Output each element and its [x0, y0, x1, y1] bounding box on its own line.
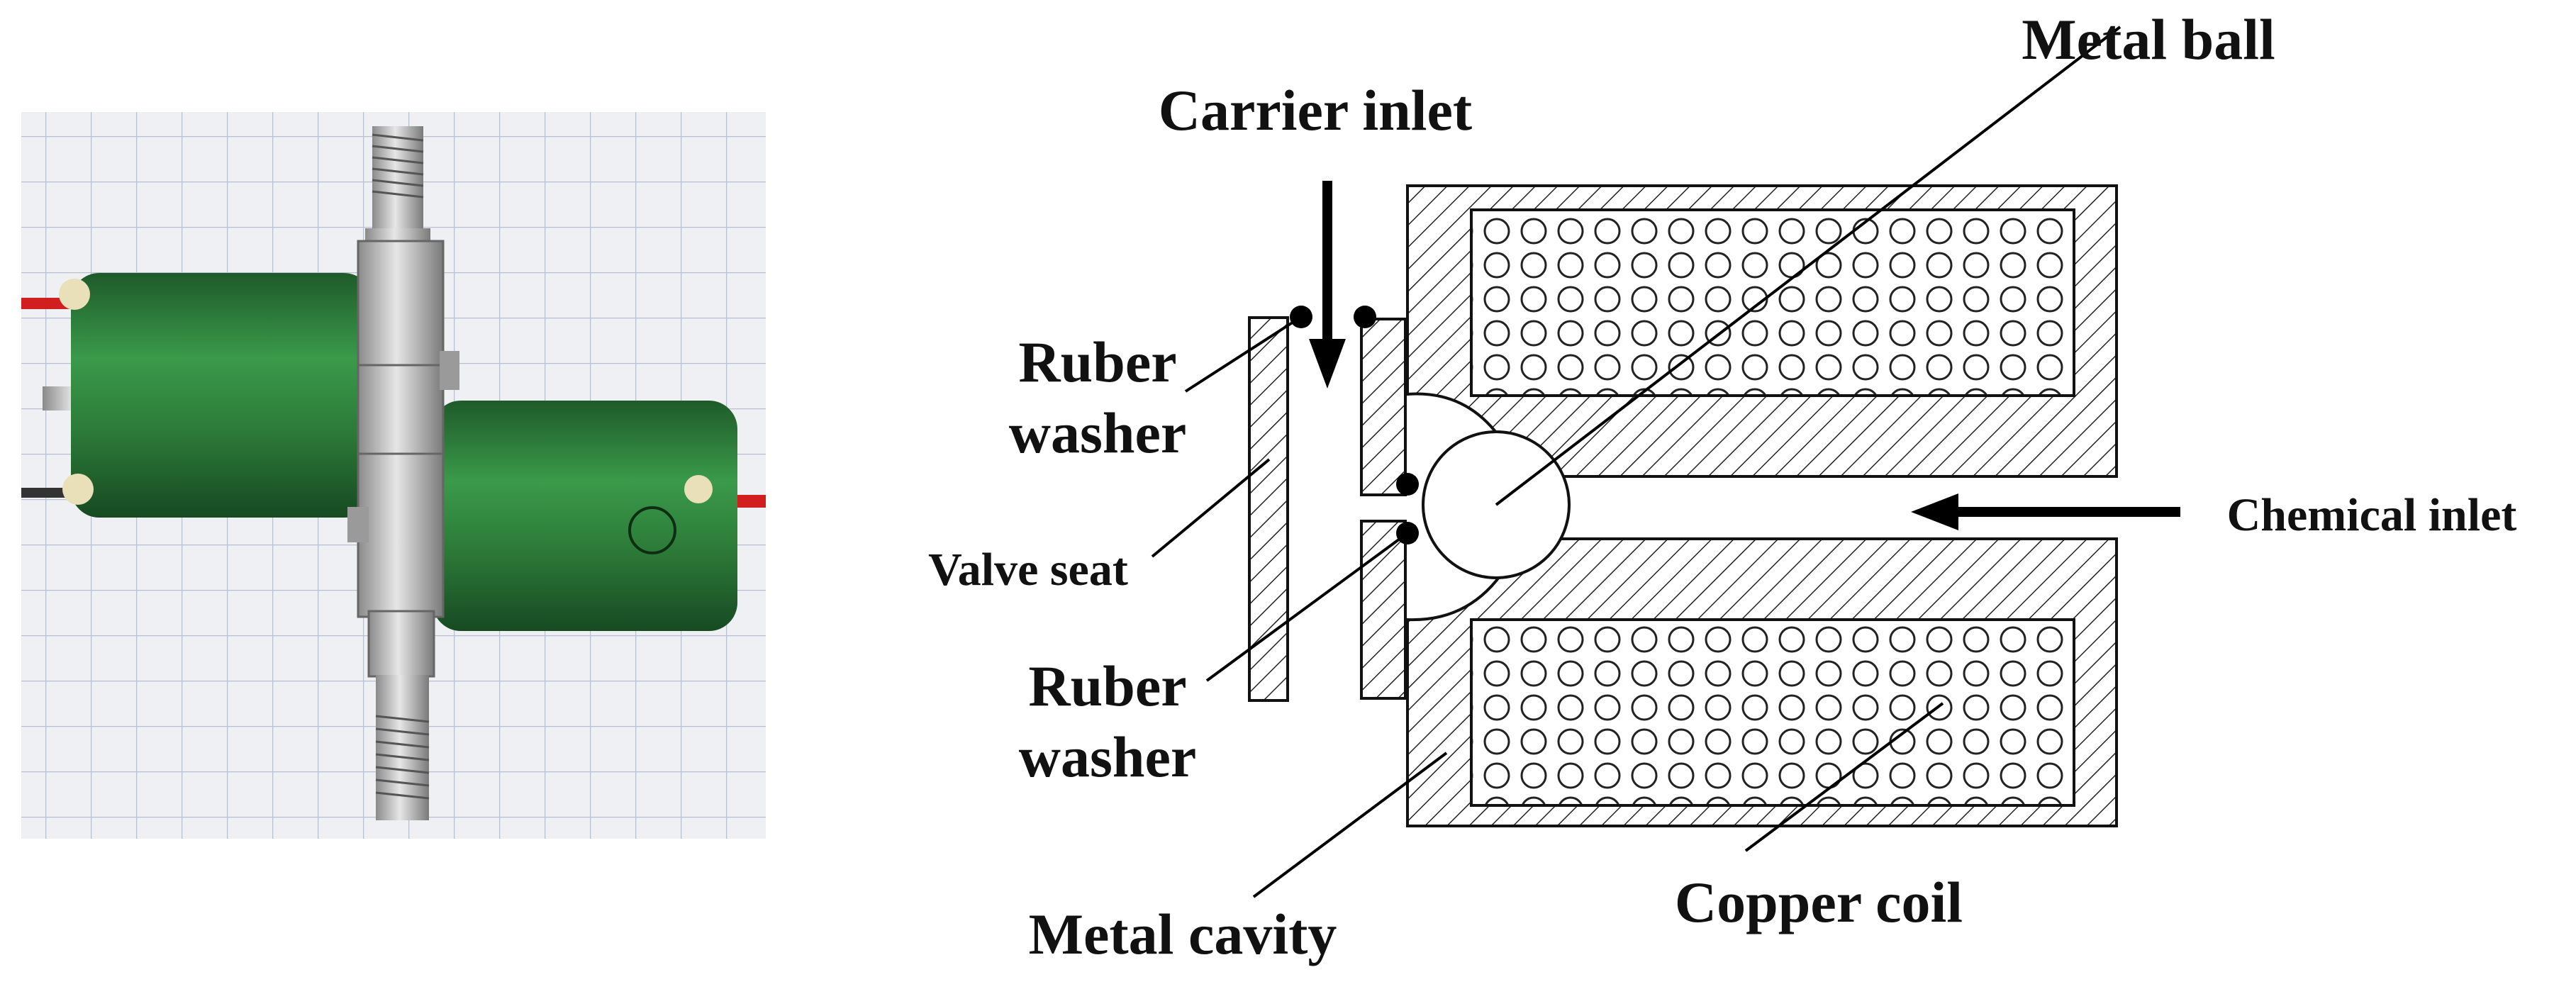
- valve-seat-plate: [1248, 316, 1289, 702]
- label-ruber-washer-bottom-1: Ruber: [1028, 654, 1186, 718]
- copper-coil-upper: [1470, 208, 2075, 397]
- label-valve-seat: Valve seat: [928, 544, 1128, 596]
- label-ruber-washer-top-1: Ruber: [1018, 330, 1176, 394]
- label-metal-ball: Metal ball: [2022, 7, 2275, 72]
- carrier-inlet-arrowhead: [1309, 339, 1346, 389]
- leader-ruber-washer-top: [1184, 315, 1303, 393]
- label-chemical-inlet: Chemical inlet: [2227, 489, 2517, 541]
- label-ruber-washer-bottom-2: washer: [1019, 725, 1197, 789]
- chemical-inlet-arrowhead: [1911, 493, 1958, 530]
- label-ruber-washer-top-2: washer: [1009, 401, 1187, 465]
- label-copper-coil: Copper coil: [1675, 870, 1963, 934]
- valve-photo: [21, 112, 766, 839]
- inner-seat-lower: [1360, 520, 1407, 700]
- copper-coil-lower: [1470, 618, 2075, 807]
- valve-schematic: Carrier inlet Metal ball Ruber washer Va…: [928, 7, 2516, 966]
- leader-metal-cavity: [1252, 752, 1448, 898]
- label-metal-cavity: Metal cavity: [1029, 902, 1337, 966]
- leader-valve-seat: [1151, 458, 1271, 558]
- ruber-washer-dot: [1396, 473, 1419, 496]
- ruber-washer-dot: [1354, 306, 1376, 328]
- leader-metal-ball: [1495, 26, 2121, 506]
- label-carrier-inlet: Carrier inlet: [1159, 78, 1472, 143]
- leader-copper-coil: [1744, 702, 1944, 852]
- inner-seat-upper: [1360, 318, 1407, 496]
- leader-ruber-washer-bottom: [1205, 532, 1409, 682]
